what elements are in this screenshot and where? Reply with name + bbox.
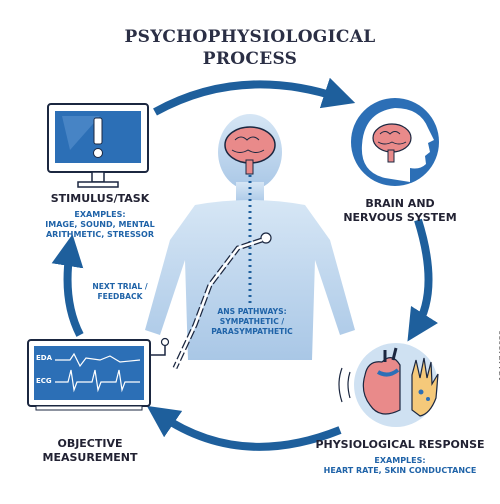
ecg-label: ECG: [36, 377, 52, 385]
heart-sensor-icon: [260, 232, 272, 244]
physiological-examples-line1: HEART RATE, SKIN CONDUCTANCE: [323, 466, 477, 475]
physiological-label: PHYSIOLOGICAL RESPONSE: [315, 438, 485, 451]
stimulus-examples-line2: ARITHMETIC, STRESSOR: [45, 230, 154, 239]
feedback-label-line2: FEEDBACK: [97, 292, 143, 301]
cycle-arrows: [51, 77, 439, 451]
stimulus-examples-line1: IMAGE, SOUND, MENTAL: [45, 220, 155, 229]
central-brain-icon: [224, 126, 276, 175]
physiological-examples-heading: EXAMPLES:: [374, 456, 426, 465]
ans-pathways-line1: SYMPATHETIC /: [219, 317, 285, 326]
electrode-wire: [148, 345, 166, 356]
arrow-stimulus-to-brain: [153, 77, 356, 116]
diagram-title-line1: PSYCHOPHYSIOLOGICAL: [124, 27, 376, 47]
electrode-icon: [160, 337, 170, 347]
arrow-response-to-measurement: [146, 405, 342, 451]
eda-label: EDA: [36, 354, 53, 362]
feedback-label-line1: NEXT TRIAL /: [92, 282, 148, 291]
ans-pathway-arrow-inner: [173, 238, 263, 369]
head-brain-icon: [351, 98, 439, 186]
stimulus-label: STIMULUS/TASK: [50, 192, 150, 205]
objective-label-line1: OBJECTIVE: [57, 437, 123, 450]
measurement-monitor-icon: [27, 339, 151, 411]
ans-pathways-heading: ANS PATHWAYS:: [217, 307, 287, 316]
heart-hand-icon: [338, 343, 439, 427]
brain-label-line1: BRAIN AND: [365, 197, 435, 210]
ans-pathways-line2: PARASYMPATHETIC: [211, 327, 293, 336]
brain-label-line2: NERVOUS SYSTEM: [343, 211, 457, 224]
arrow-measurement-to-stimulus: [51, 234, 84, 337]
diagram-title-line2: PROCESS: [202, 49, 298, 69]
arrow-brain-to-response: [407, 218, 439, 342]
objective-label-line2: MEASUREMENT: [42, 451, 138, 464]
stimulus-monitor-icon: [47, 103, 149, 188]
stimulus-examples-heading: EXAMPLES:: [74, 210, 126, 219]
